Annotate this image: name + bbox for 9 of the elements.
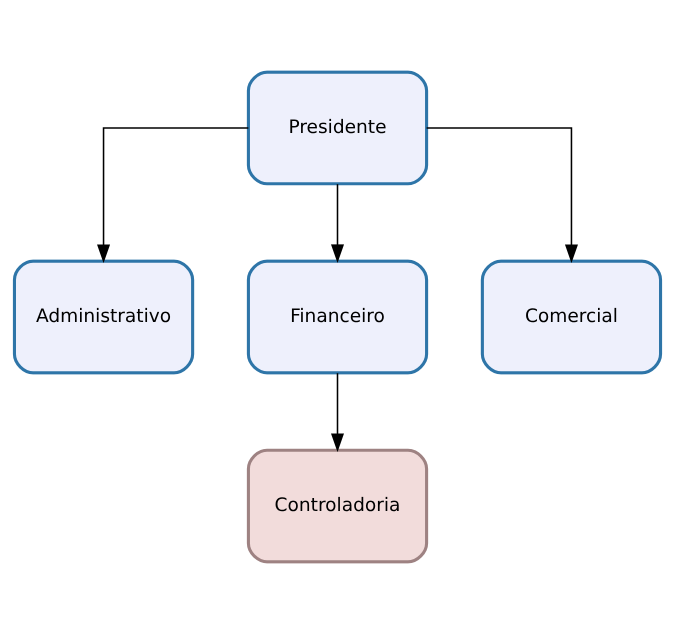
node-box: Financeiro — [246, 259, 428, 374]
arrow — [330, 184, 344, 263]
node-box: Presidente — [246, 70, 428, 185]
arrow — [97, 126, 248, 263]
node-box: Administrativo — [12, 259, 194, 374]
node-box: Comercial — [480, 259, 662, 374]
node-box: Controladoria — [246, 448, 428, 563]
arrow — [330, 372, 344, 452]
arrow — [426, 126, 578, 263]
